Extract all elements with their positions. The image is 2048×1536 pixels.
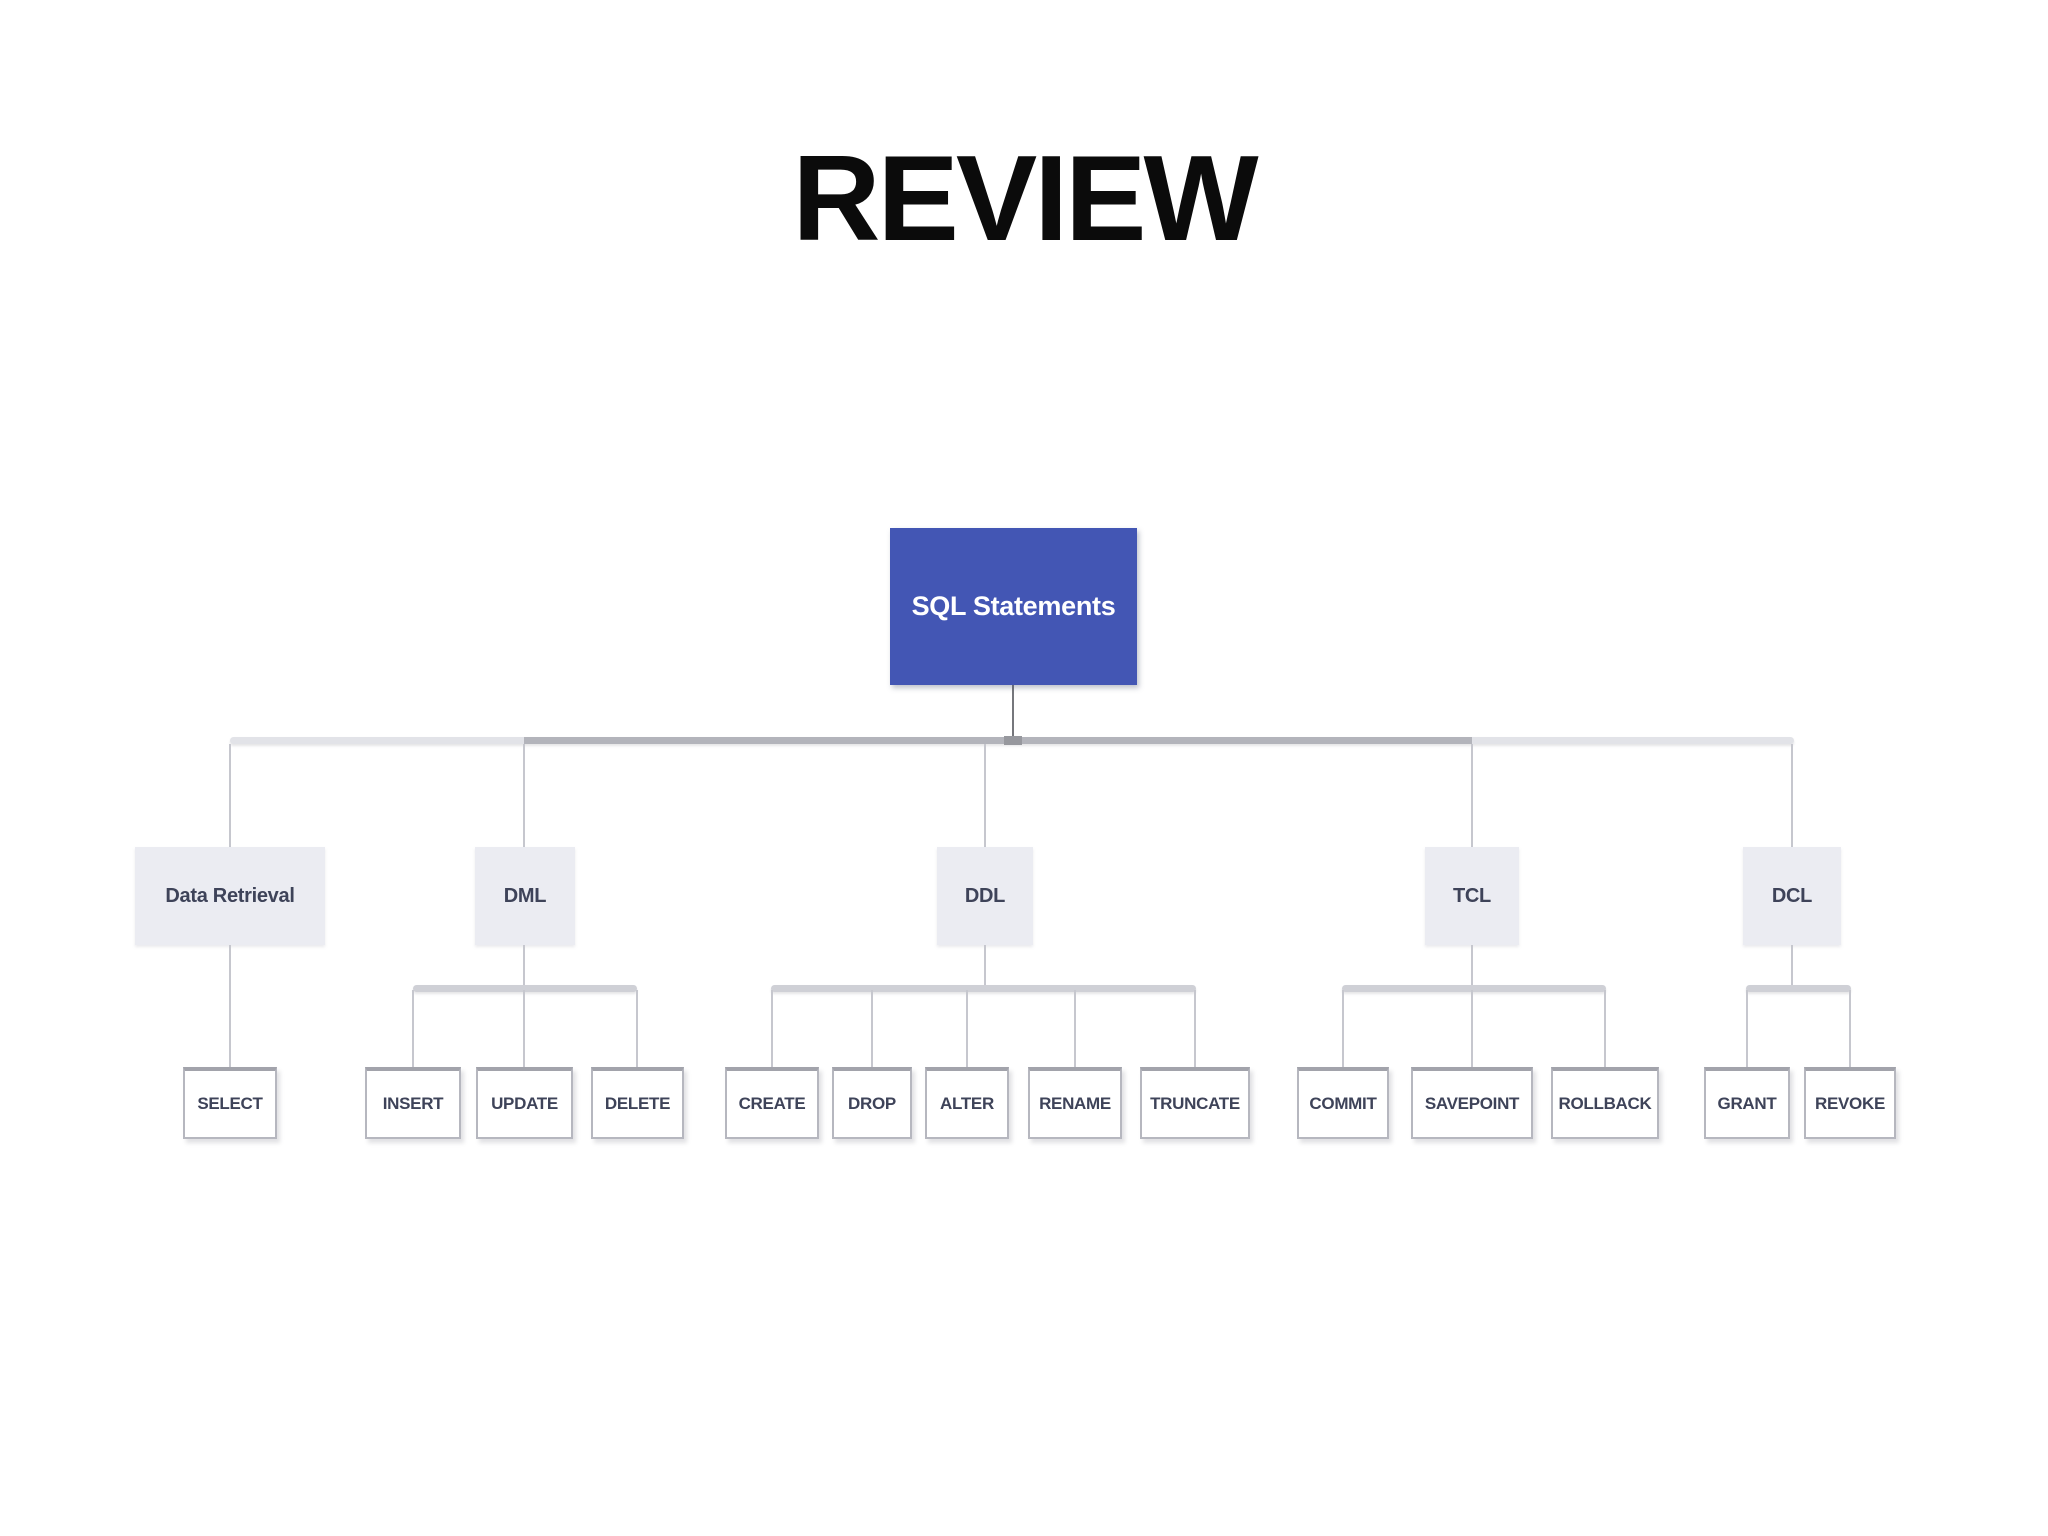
connector-drop-rename xyxy=(1074,990,1076,1067)
leaf-delete-label: DELETE xyxy=(604,1094,671,1113)
leaf-savepoint-label: SAVEPOINT xyxy=(1424,1094,1520,1113)
node-ddl-label: DDL xyxy=(964,884,1006,907)
leaf-revoke: REVOKE xyxy=(1804,1067,1896,1139)
connector-ddl-bar xyxy=(771,985,1196,992)
connector-drop-alter xyxy=(966,990,968,1067)
connector-drop-rollback xyxy=(1604,990,1606,1067)
node-ddl: DDL xyxy=(937,847,1033,945)
leaf-commit: COMMIT xyxy=(1297,1067,1389,1139)
connector-drop-data-retrieval xyxy=(229,744,231,847)
connector-drop-ddl xyxy=(984,744,986,847)
node-tcl: TCL xyxy=(1425,847,1519,945)
slide-title: REVIEW xyxy=(792,130,1258,266)
connector-junction xyxy=(1004,736,1022,745)
connector-dml-stem xyxy=(523,945,525,989)
leaf-delete: DELETE xyxy=(591,1067,684,1139)
leaf-select: SELECT xyxy=(183,1067,277,1139)
node-dcl: DCL xyxy=(1743,847,1841,945)
node-data-retrieval: Data Retrieval xyxy=(135,847,325,945)
connector-tcl-bar xyxy=(1342,985,1606,992)
connector-drop-create xyxy=(771,990,773,1067)
connector-data-retrieval-select xyxy=(229,945,231,1067)
connector-drop-drop xyxy=(871,990,873,1067)
node-dcl-label: DCL xyxy=(1771,884,1813,907)
node-dml: DML xyxy=(475,847,575,945)
connector-dml-bar xyxy=(413,985,637,992)
leaf-drop-label: DROP xyxy=(848,1094,896,1113)
connector-dcl-bar xyxy=(1746,985,1851,992)
leaf-update-label: UPDATE xyxy=(491,1094,558,1113)
leaf-rollback-label: ROLLBACK xyxy=(1558,1094,1652,1113)
connector-drop-delete xyxy=(636,990,638,1067)
leaf-insert-label: INSERT xyxy=(382,1094,444,1113)
connector-drop-revoke xyxy=(1849,990,1851,1067)
connector-drop-savepoint xyxy=(1471,990,1473,1067)
leaf-insert: INSERT xyxy=(365,1067,461,1139)
leaf-truncate-label: TRUNCATE xyxy=(1150,1094,1240,1113)
leaf-create: CREATE xyxy=(725,1067,819,1139)
leaf-grant-label: GRANT xyxy=(1717,1094,1777,1113)
node-sql-statements: SQL Statements xyxy=(890,528,1137,685)
leaf-update: UPDATE xyxy=(476,1067,573,1139)
leaf-revoke-label: REVOKE xyxy=(1815,1094,1885,1113)
leaf-rollback: ROLLBACK xyxy=(1551,1067,1659,1139)
connector-drop-dcl xyxy=(1791,744,1793,847)
connector-tcl-stem xyxy=(1471,945,1473,989)
leaf-rename: RENAME xyxy=(1028,1067,1122,1139)
leaf-truncate: TRUNCATE xyxy=(1140,1067,1250,1139)
leaf-drop: DROP xyxy=(832,1067,912,1139)
connector-dcl-stem xyxy=(1791,945,1793,989)
connector-drop-tcl xyxy=(1471,744,1473,847)
leaf-create-label: CREATE xyxy=(738,1094,806,1113)
connector-drop-commit xyxy=(1342,990,1344,1067)
connector-drop-update xyxy=(523,990,525,1067)
node-tcl-label: TCL xyxy=(1453,884,1491,907)
connector-ddl-stem xyxy=(984,945,986,989)
leaf-rename-label: RENAME xyxy=(1039,1094,1111,1113)
connector-drop-dml xyxy=(523,744,525,847)
connector-drop-insert xyxy=(412,990,414,1067)
node-dml-label: DML xyxy=(503,884,547,907)
connector-root-stem xyxy=(1012,685,1014,740)
leaf-alter: ALTER xyxy=(925,1067,1009,1139)
leaf-grant: GRANT xyxy=(1704,1067,1790,1139)
leaf-select-label: SELECT xyxy=(197,1094,263,1113)
connector-drop-grant xyxy=(1746,990,1748,1067)
connector-drop-truncate xyxy=(1194,990,1196,1067)
node-data-retrieval-label: Data Retrieval xyxy=(165,884,295,907)
leaf-savepoint: SAVEPOINT xyxy=(1411,1067,1533,1139)
leaf-commit-label: COMMIT xyxy=(1309,1094,1377,1113)
node-sql-statements-label: SQL Statements xyxy=(911,591,1116,621)
leaf-alter-label: ALTER xyxy=(940,1094,994,1113)
connector-level1-bar-shade xyxy=(524,737,1472,744)
